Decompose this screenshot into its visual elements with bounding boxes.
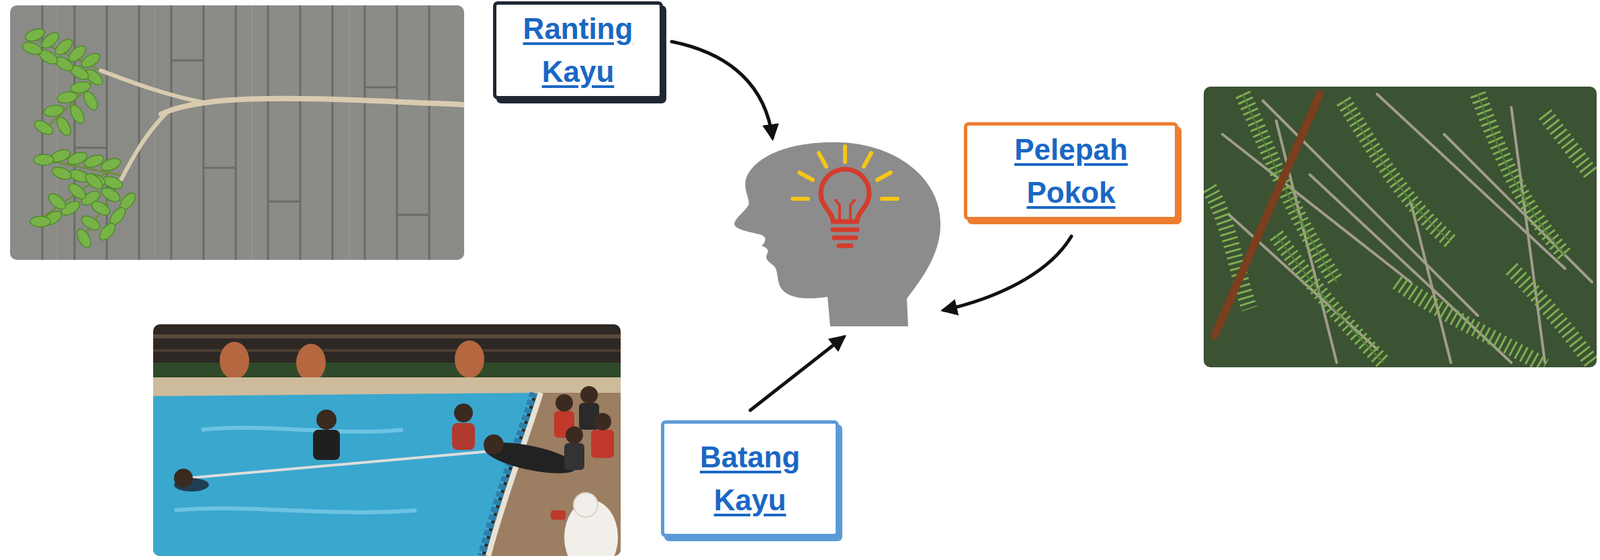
box-label: Pelepah Pokok (1014, 128, 1128, 215)
frond-photo (1203, 86, 1597, 368)
box-label: Ranting Kayu (523, 7, 634, 94)
label-box: Batang Kayu (660, 420, 839, 538)
box-label: Batang Kayu (699, 435, 800, 522)
label-box: Pelepah Pokok (963, 122, 1179, 221)
idea-head (734, 142, 941, 327)
branch-photo (10, 5, 465, 260)
pointer-arrow (671, 41, 1072, 411)
pool-photo (153, 324, 621, 557)
label-box: Ranting Kayu (493, 1, 663, 100)
